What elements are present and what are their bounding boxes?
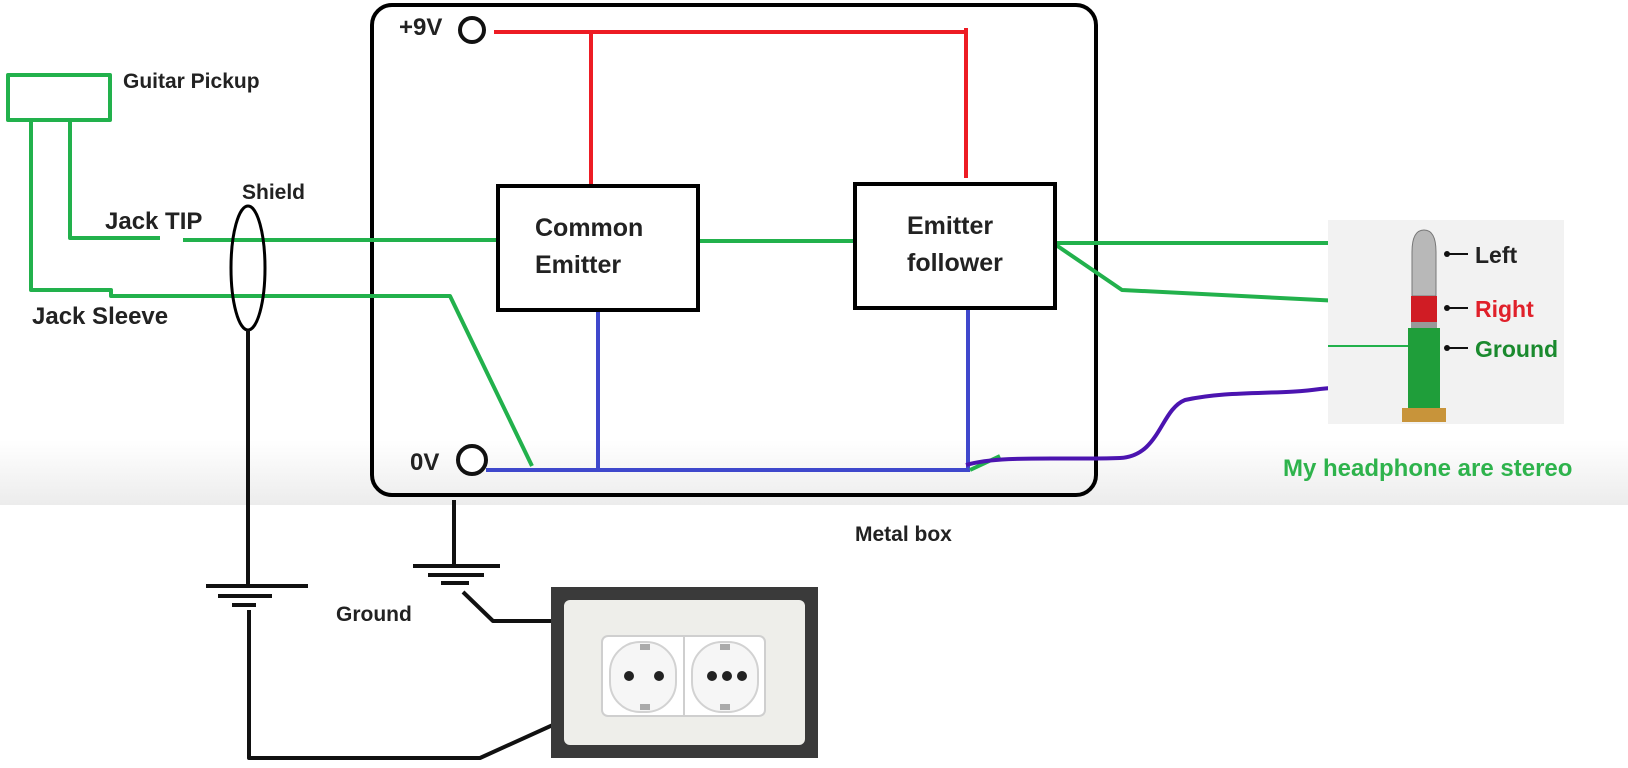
shield-label: Shield: [242, 181, 305, 204]
trs-plug-icon: [1411, 229, 1437, 297]
signal-wires: [6, 73, 1421, 472]
emitter-follower-label-line1: Emitter: [907, 212, 993, 240]
metal-box-label: Metal box: [855, 523, 952, 546]
headphone-ground-label: Ground: [1475, 336, 1558, 362]
emitter-follower-label-line2: follower: [907, 249, 1003, 277]
schuko-socket-icon: [609, 641, 677, 713]
positive-rail: [494, 28, 968, 186]
zero-volt-rail: [486, 306, 970, 472]
ground-symbol: [413, 564, 500, 585]
headphone-note: My headphone are stereo: [1283, 455, 1572, 482]
guitar-pickup-label: Guitar Pickup: [123, 70, 260, 93]
headphone-plug-image: [1328, 220, 1564, 424]
common-emitter-label-line1: Common: [535, 214, 643, 242]
plus-9v-label: +9V: [399, 14, 442, 41]
headphone-left-label: Left: [1475, 242, 1518, 268]
ground-label: Ground: [336, 603, 412, 626]
zero-v-label: 0V: [410, 449, 439, 476]
metal-box-outline: [370, 3, 1098, 497]
common-emitter-label-line2: Emitter: [535, 251, 621, 279]
wall-socket-image: [551, 587, 818, 758]
emitter-follower-box: [853, 182, 1057, 310]
plus-9v-terminal: [458, 16, 486, 44]
zero-v-terminal: [456, 444, 488, 476]
ground-symbol: [206, 584, 308, 607]
jack-tip-label: Jack TIP: [105, 208, 202, 235]
headphone-right-label: Right: [1475, 296, 1534, 322]
common-emitter-box: [496, 184, 700, 312]
jack-sleeve-label: Jack Sleeve: [32, 303, 168, 330]
shield-ellipse: [229, 204, 267, 332]
